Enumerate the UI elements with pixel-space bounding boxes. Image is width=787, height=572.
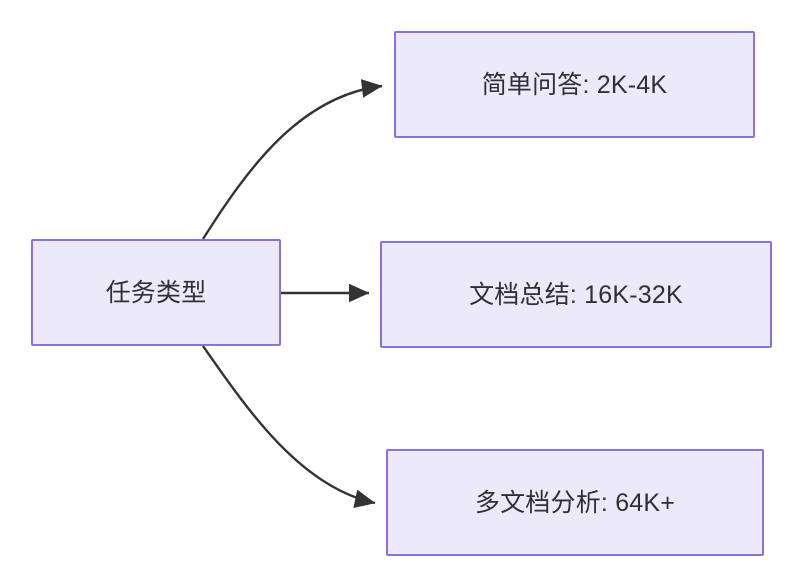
edge-root-to-multi-doc — [202, 345, 376, 508]
node-multi-doc[interactable]: 多文档分析: 64K+ — [386, 449, 764, 556]
node-doc-summary[interactable]: 文档总结: 16K-32K — [380, 241, 772, 348]
node-multi-doc-label: 多文档分析: 64K+ — [474, 488, 676, 517]
node-simple-qa-label: 简单问答: 2K-4K — [481, 70, 668, 99]
edge-root-to-simple-qa — [201, 79, 383, 240]
node-task-type-label: 任务类型 — [105, 278, 207, 307]
node-simple-qa[interactable]: 简单问答: 2K-4K — [394, 31, 755, 138]
node-task-type[interactable]: 任务类型 — [31, 239, 281, 346]
node-doc-summary-label: 文档总结: 16K-32K — [469, 280, 683, 309]
